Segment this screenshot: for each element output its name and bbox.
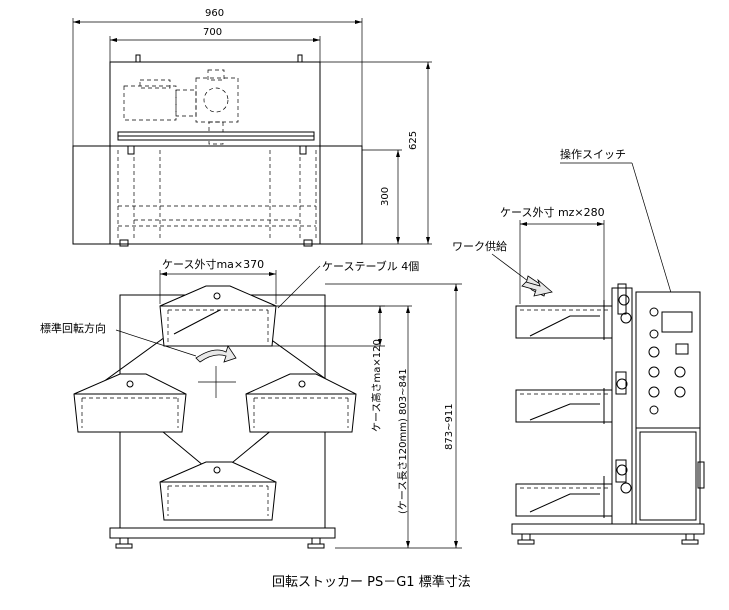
rotary-view: ケース外寸ma×370 ケーステーブル 4個 標準回転方向 <box>40 257 462 549</box>
dim-960: 960 <box>205 8 224 19</box>
case-table-label: ケーステーブル 4個 <box>322 259 419 273</box>
case-length-label: (ケース長さ120mm) 803~841 <box>397 368 409 514</box>
dim-700: 700 <box>203 27 222 38</box>
overall-height-label: 873~911 <box>444 403 455 450</box>
rotation-direction-label: 標準回転方向 <box>40 321 106 335</box>
side-view: 操作スイッチ ケース外寸 mz×280 ワーク供給 <box>452 147 705 545</box>
operation-switch-label: 操作スイッチ <box>560 147 626 161</box>
dim-300: 300 <box>380 187 391 206</box>
drawing-caption: 回転ストッカー PS－G1 標準寸法 <box>272 574 471 590</box>
case-outer-depth-label: ケース外寸 mz×280 <box>500 205 605 219</box>
work-supply-label: ワーク供給 <box>452 239 507 253</box>
front-view: 960 700 <box>72 8 432 247</box>
case-height-label: ケース高さma×120 <box>370 339 383 432</box>
case-outer-width-label: ケース外寸ma×370 <box>162 257 264 271</box>
dim-625: 625 <box>408 131 419 150</box>
